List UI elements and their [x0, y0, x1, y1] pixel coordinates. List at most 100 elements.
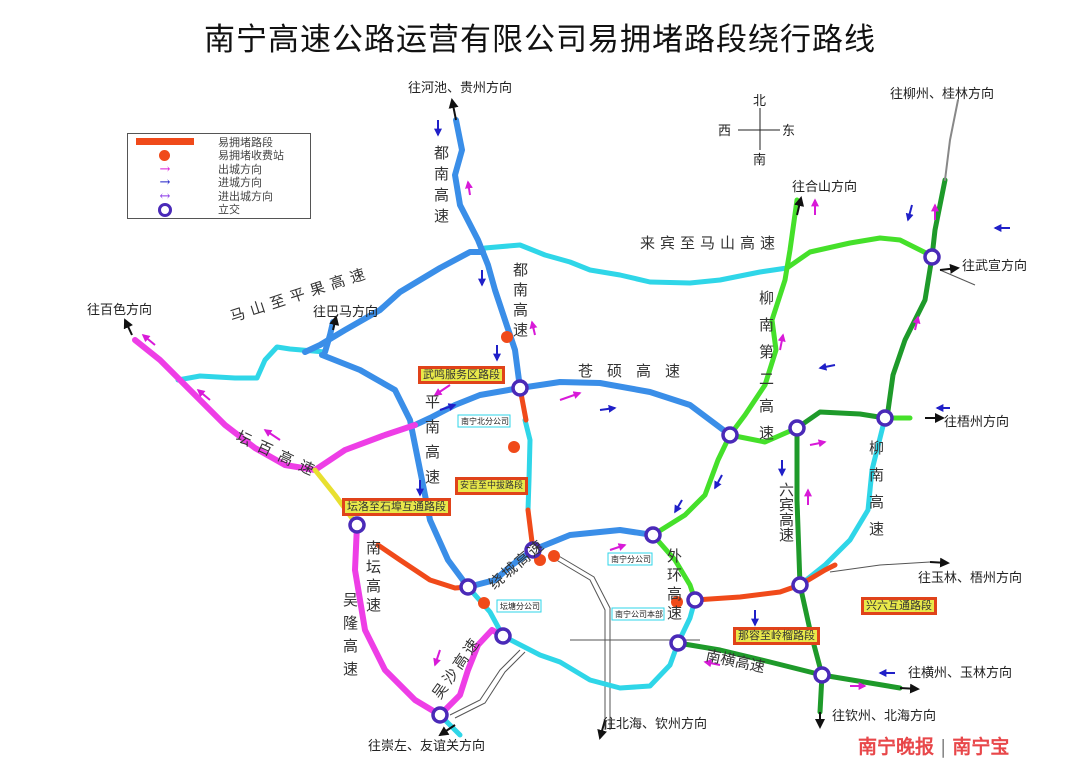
- legend-congested-toll: 易拥堵收费站: [128, 149, 310, 162]
- road-mashan-pingguo: [175, 344, 328, 383]
- road-nanheng: [675, 640, 903, 691]
- callout-tanluo-shibu: 坛洛至石埠互通路段: [342, 498, 451, 516]
- interchange-ring: [788, 419, 806, 437]
- dir-chongzuo-youyiguan: 往崇左、友谊关方向: [368, 738, 485, 754]
- interchange-ring: [813, 666, 831, 684]
- legend-outbound: → 出城方向: [128, 163, 310, 176]
- outbound-arrows: [141, 180, 939, 690]
- compass-south: 南: [753, 152, 766, 168]
- road-c-d-link: [794, 409, 888, 431]
- interchange-ring: [431, 706, 449, 724]
- interchange-ring: [923, 248, 941, 266]
- map-title: 南宁高速公路运营有限公司易拥堵路段绕行路线: [204, 22, 876, 58]
- interchange-ring: [721, 426, 739, 444]
- interchange-ring: [524, 541, 542, 559]
- office-label: 南宁北分公司: [461, 416, 509, 426]
- magenta-roads: [132, 337, 506, 718]
- toll-station-dot: [508, 441, 520, 453]
- road-name-tanbai: 坛百高速: [233, 427, 324, 482]
- road-liunan: [797, 415, 888, 588]
- dir-hechi-guizhou: 往河池、贵州方向: [408, 80, 512, 96]
- road-liuzhou-gray: [944, 99, 959, 181]
- compass-west: 西: [718, 124, 731, 139]
- ring-icon: [136, 203, 194, 217]
- road-name-nanheng: 南横高速: [704, 646, 766, 676]
- road-name-cangshuo: 苍硕高速: [578, 362, 694, 380]
- callout-anji-zhongba: 安吉至中拔路段: [455, 477, 529, 495]
- road-cangshuo: [517, 379, 733, 438]
- interchange-ring: [644, 526, 662, 544]
- road-liuzhou: [884, 177, 948, 421]
- legend-interchange: 立交: [128, 203, 310, 217]
- office-labels: 南宁北分公司 坛塘分公司 南宁分公司 南宁公司本部: [457, 414, 665, 621]
- red-bar-icon: [136, 136, 194, 149]
- interchange-ring: [669, 634, 687, 652]
- road-name-waihuan: 外环高速: [665, 548, 683, 624]
- road-liunan-second: [650, 197, 800, 538]
- compass: 北 南 西 东: [718, 94, 795, 168]
- road-name-laibin-mashan: 来宾至马山高速: [640, 234, 780, 252]
- road-name-liunan: 柳南高速: [867, 440, 885, 548]
- inbound-arrows: [416, 120, 1010, 677]
- legend: 易拥堵路段 易拥堵收费站 → 出城方向 → 进城方向 ↔ 进出城方向 立交: [127, 133, 311, 219]
- dir-qinzhou-beihai: 往钦州、北海方向: [832, 708, 936, 724]
- interchange-ring: [791, 576, 809, 594]
- road-name-pingnan: 平南高速: [423, 394, 441, 494]
- dir-heshan: 往合山方向: [792, 179, 857, 195]
- road-name-liubin: 六宾高速: [777, 482, 795, 543]
- congested-toll-stations: [478, 331, 683, 609]
- blue-arrow-icon: →: [159, 175, 171, 190]
- toll-station-dot: [478, 597, 490, 609]
- road-b-c-link: [727, 425, 800, 445]
- road-pingnan-south: [522, 417, 533, 513]
- dir-yulin-wuzhou: 往玉林、梧州方向: [918, 570, 1022, 586]
- road-laibin-mashan: [482, 242, 790, 286]
- watermark: 南宁晚报|南宁宝: [858, 736, 1010, 758]
- dir-liuzhou-guilin: 往柳州、桂林方向: [890, 86, 994, 102]
- interchanges: [348, 248, 941, 724]
- direction-labels: 往河池、贵州方向 往柳州、桂林方向 往合山方向 往武宣方向 往百色方向 往巴马方…: [87, 80, 1027, 754]
- road-name-wulong: 吴隆高速: [341, 592, 359, 684]
- watermark-nanning-evening-news: 南宁晚报: [858, 736, 935, 758]
- office-label: 南宁公司本部: [615, 609, 663, 619]
- callout-wuming-service-area: 武鸣服务区路段: [418, 366, 505, 384]
- legend-both-directions: ↔ 进出城方向: [128, 190, 310, 203]
- road-names: 都南高速 都南高速 来宾至马山高速 马山至平果高速 苍硕高速 平南高速 坛百高速…: [228, 145, 885, 702]
- compass-east: 东: [782, 124, 795, 139]
- office-label: 坛塘分公司: [500, 601, 540, 611]
- road-name-liunan-second: 柳南第二高速: [757, 290, 775, 452]
- dir-wuxuan: 往武宣方向: [962, 258, 1027, 274]
- watermark-nanningbao: 南宁宝: [952, 736, 1010, 758]
- cyan-roads: [175, 242, 888, 738]
- interchange-ring: [494, 627, 512, 645]
- road-bama: [302, 249, 486, 355]
- dir-beihai-qinzhou: 往北海、钦州方向: [603, 716, 707, 732]
- callout-xingliu-interchange: 兴六互通路段: [861, 597, 937, 615]
- red-dot-icon: [136, 149, 194, 162]
- road-wuxuan-link: [784, 235, 933, 271]
- legend-congested-segment: 易拥堵路段: [128, 136, 310, 149]
- exit-arrows: [123, 98, 960, 740]
- road-wulong: [352, 522, 443, 718]
- local-roads: [449, 269, 976, 730]
- road-name-nantan: 南坛高速: [364, 540, 382, 616]
- toll-station-dot: [548, 550, 560, 562]
- road-name-dunan-south: 都南高速: [511, 262, 529, 342]
- toll-station-dot: [501, 331, 513, 343]
- blue-roads: [302, 117, 733, 590]
- office-label: 南宁分公司: [611, 554, 651, 564]
- road-city-south-1: [465, 584, 506, 639]
- road-tanbai: [132, 337, 418, 473]
- compass-north: 北: [753, 94, 766, 109]
- legend-inbound: → 进城方向: [128, 176, 310, 189]
- dir-hengzhou-yulin: 往横州、玉林方向: [908, 665, 1012, 681]
- dir-baise: 往百色方向: [87, 302, 152, 318]
- magenta-arrow-icon: →: [159, 162, 171, 177]
- dir-wuzhou: 往梧州方向: [944, 414, 1009, 430]
- road-name-dunan-north: 都南高速: [432, 145, 450, 229]
- road-name-wusha: 吴沙高速: [429, 633, 485, 702]
- road-city-south-2: [500, 597, 698, 691]
- interchange-ring: [459, 578, 477, 596]
- double-arrow-icon: ↔: [159, 189, 171, 204]
